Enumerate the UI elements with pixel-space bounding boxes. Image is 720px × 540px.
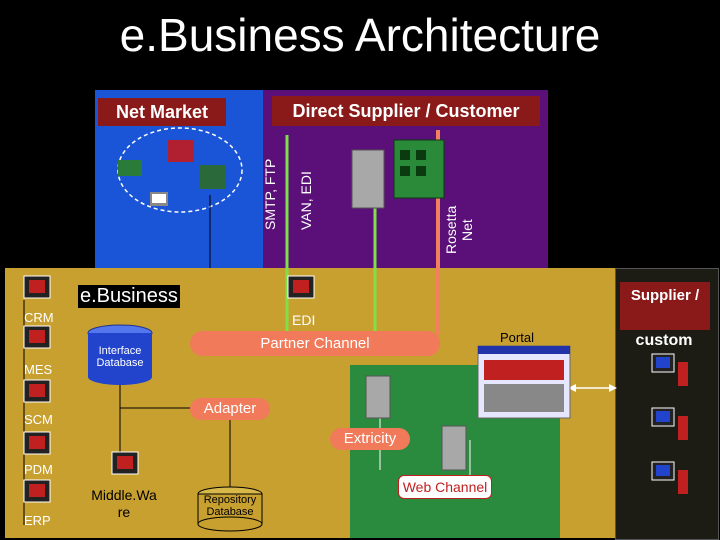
slide-title: e.Business Architecture (119, 9, 601, 61)
portal-label: Portal (500, 330, 534, 345)
pdm-label: PDM (24, 462, 53, 477)
edi-label: EDI (292, 312, 316, 328)
ebusiness-label: e.Business (78, 285, 180, 308)
interface-database-label: Interface Database (96, 345, 144, 369)
crm-label: CRM (24, 310, 54, 325)
erp-label: ERP (24, 513, 51, 528)
direct-supplier-label: Direct Supplier / Customer (272, 96, 540, 126)
scm-computer-icon (23, 379, 51, 403)
scm-label: SCM (24, 412, 53, 427)
mes-label: MES (24, 362, 53, 377)
user-computer-icon (651, 461, 688, 494)
erp-computer-icon (23, 479, 51, 503)
extricity-box: Extricity (330, 428, 410, 450)
user-computer-icon (651, 353, 688, 386)
pdm-computer-icon (23, 431, 51, 455)
net-market-label: Net Market (98, 98, 226, 126)
customer-label: custom (635, 332, 693, 349)
factory-icon (118, 140, 226, 206)
user-computer-icon (651, 407, 688, 440)
partner-channel: Partner Channel (190, 331, 440, 356)
mes-computer-icon (23, 325, 51, 349)
web-channel-box: Web Channel (398, 475, 492, 499)
supplier-label: Supplier / (620, 282, 710, 330)
middleware-label: Middle.Wa re (91, 487, 157, 520)
edi-computer-icon (287, 275, 315, 299)
middleware-computer-icon (111, 451, 139, 475)
repository-database-label: Repository Database (203, 494, 257, 518)
adapter-box: Adapter (190, 398, 270, 420)
crm-computer-icon (23, 275, 51, 299)
